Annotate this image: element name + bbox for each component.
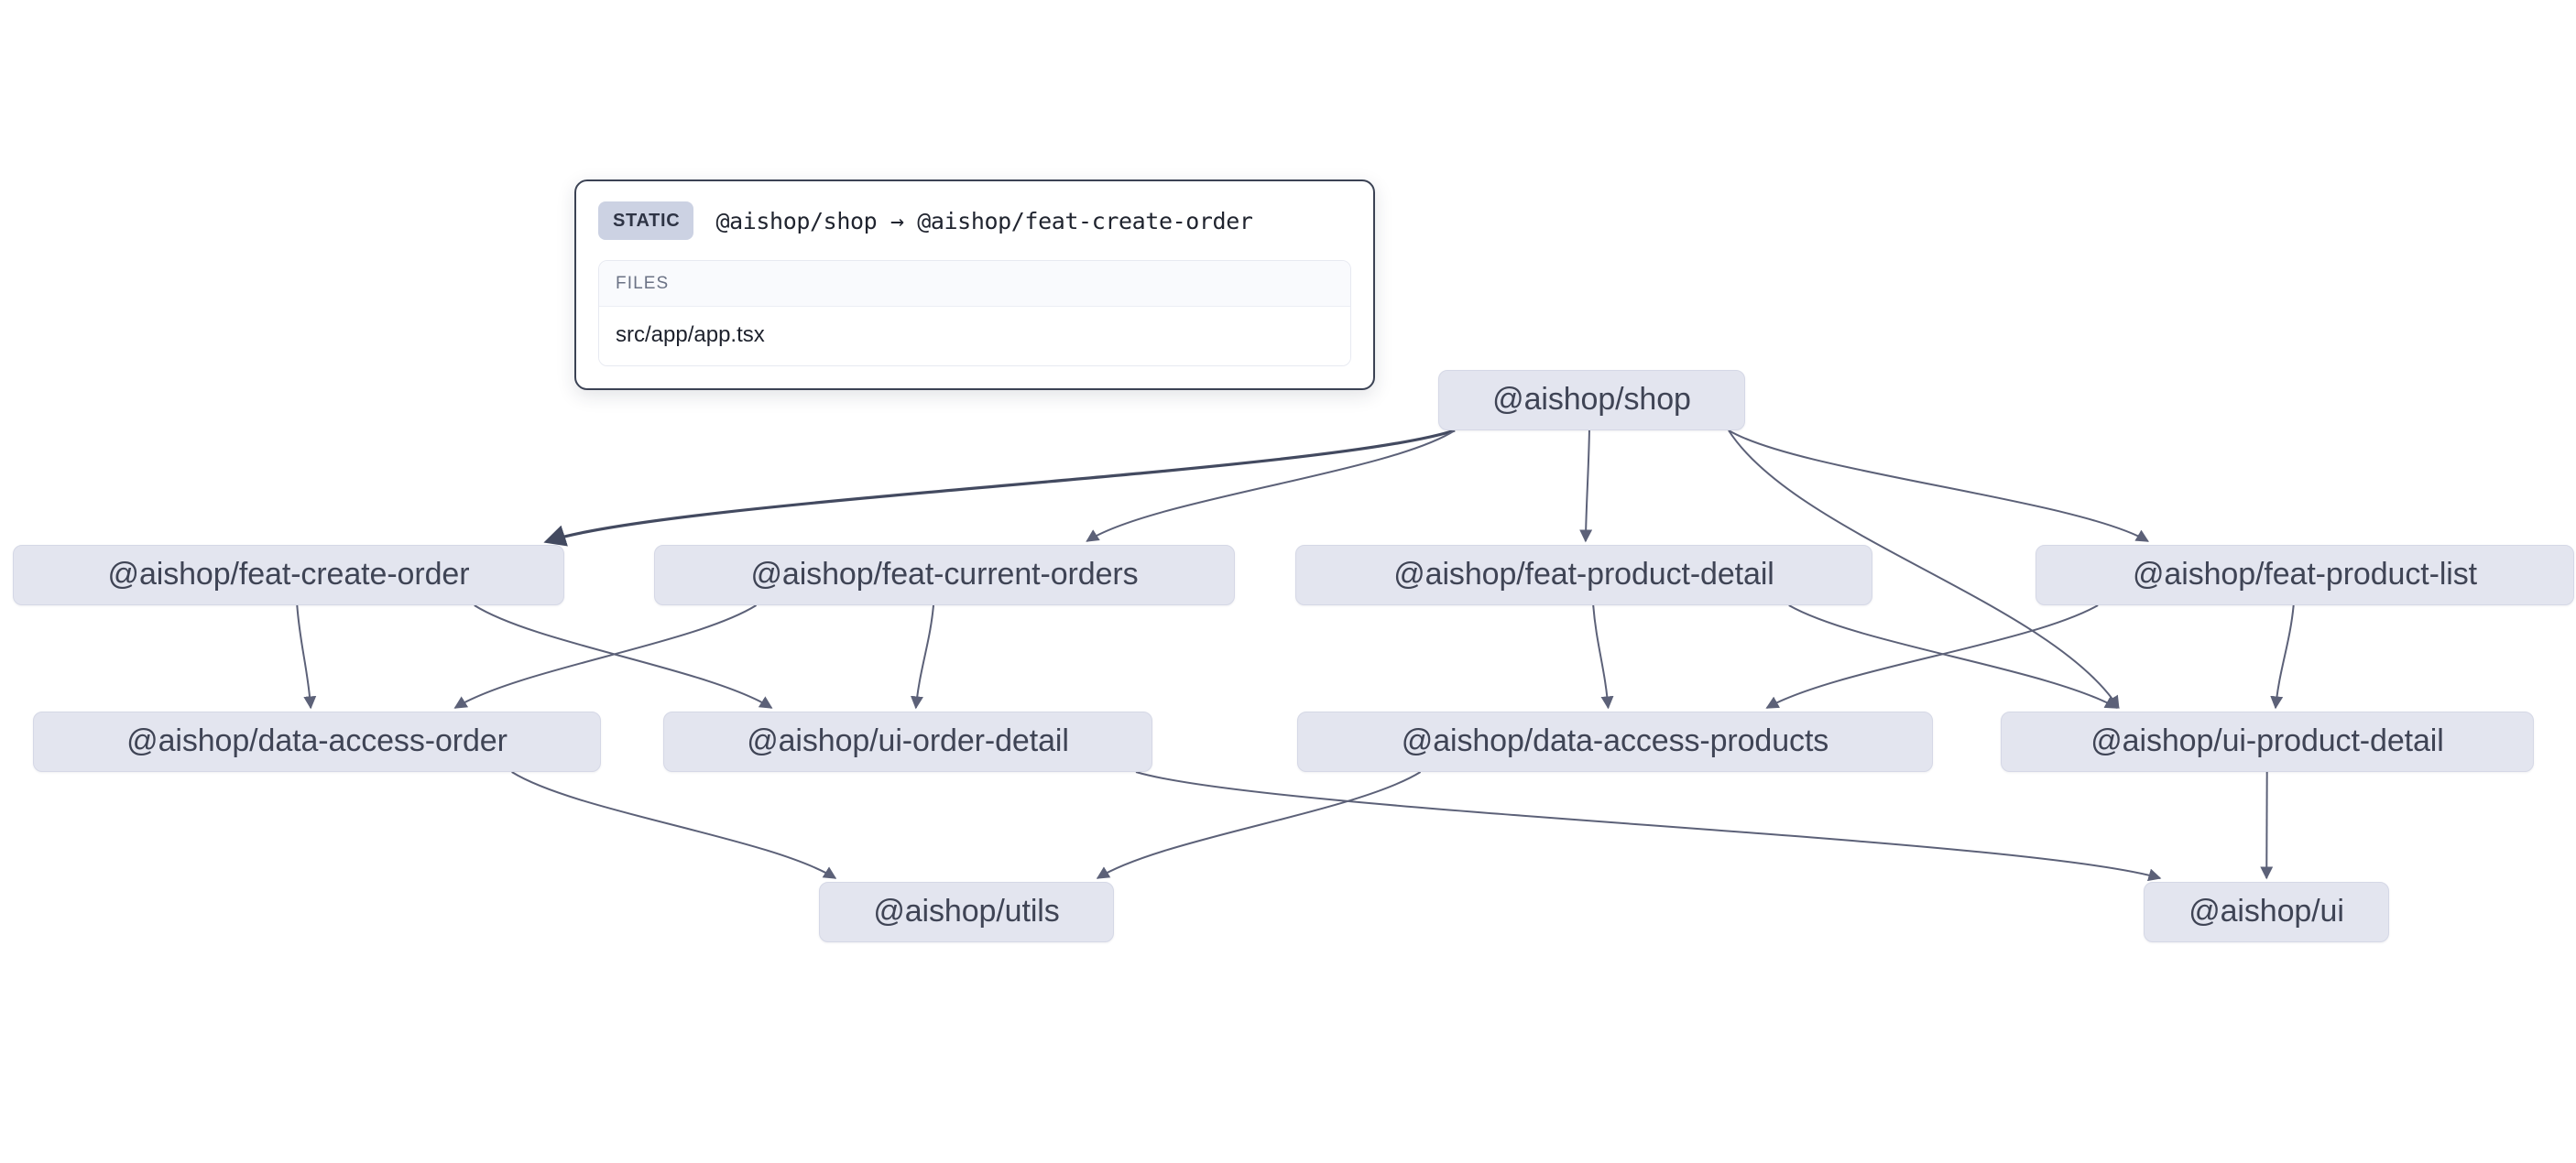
edge-ui-order-detail-to-ui bbox=[1135, 771, 2162, 882]
graph-node-label: @aishop/shop bbox=[1492, 381, 1691, 417]
graph-node-feat-create-order[interactable]: @aishop/feat-create-order bbox=[13, 545, 564, 605]
graph-node-ui-product-detail[interactable]: @aishop/ui-product-detail bbox=[2001, 712, 2534, 772]
graph-node-feat-current-orders[interactable]: @aishop/feat-current-orders bbox=[654, 545, 1235, 605]
graph-node-data-access-order[interactable]: @aishop/data-access-order bbox=[33, 712, 601, 772]
edge-feat-current-orders-to-data-access-order bbox=[453, 604, 758, 709]
graph-node-label: @aishop/ui-order-detail bbox=[747, 723, 1069, 758]
graph-node-label: @aishop/data-access-products bbox=[1401, 723, 1829, 758]
graph-node-shop[interactable]: @aishop/shop bbox=[1438, 370, 1745, 430]
graph-node-utils[interactable]: @aishop/utils bbox=[819, 882, 1114, 942]
graph-node-label: @aishop/utils bbox=[873, 893, 1060, 929]
file-row[interactable]: src/app/app.tsx bbox=[599, 307, 1350, 365]
static-badge: STATIC bbox=[598, 201, 694, 240]
files-panel: FILES src/app/app.tsx bbox=[598, 260, 1351, 366]
graph-node-feat-product-detail[interactable]: @aishop/feat-product-detail bbox=[1295, 545, 1872, 605]
edge-feat-create-order-to-data-access-order bbox=[296, 604, 317, 710]
edge-feat-product-detail-to-ui-product-detail bbox=[1788, 604, 2119, 709]
edge-shop-to-feat-current-orders bbox=[1086, 429, 1456, 542]
edge-feat-product-list-to-data-access-products bbox=[1765, 604, 2099, 709]
edge-feat-create-order-to-ui-order-detail bbox=[474, 604, 773, 709]
tooltip-title: @aishop/shop → @aishop/feat-create-order bbox=[715, 207, 1253, 234]
graph-node-label: @aishop/feat-product-detail bbox=[1393, 556, 1774, 592]
edge-data-access-products-to-utils bbox=[1096, 771, 1422, 879]
edge-data-access-order-to-utils bbox=[511, 771, 837, 879]
graph-node-ui-order-detail[interactable]: @aishop/ui-order-detail bbox=[663, 712, 1152, 772]
graph-node-feat-product-list[interactable]: @aishop/feat-product-list bbox=[2036, 545, 2574, 605]
graph-node-ui[interactable]: @aishop/ui bbox=[2144, 882, 2389, 942]
edge-shop-to-feat-product-list bbox=[1728, 429, 2149, 542]
edge-feat-product-detail-to-data-access-products bbox=[1592, 604, 1614, 710]
graph-node-label: @aishop/feat-create-order bbox=[107, 556, 470, 592]
graph-node-label: @aishop/ui bbox=[2189, 893, 2344, 929]
graph-node-label: @aishop/feat-current-orders bbox=[750, 556, 1139, 592]
graph-node-label: @aishop/feat-product-list bbox=[2133, 556, 2477, 592]
graph-node-label: @aishop/ui-product-detail bbox=[2090, 723, 2444, 758]
edge-shop-to-feat-create-order bbox=[543, 429, 1456, 547]
files-panel-header: FILES bbox=[599, 261, 1350, 307]
dependency-detail-tooltip[interactable]: STATIC @aishop/shop → @aishop/feat-creat… bbox=[574, 179, 1375, 390]
edge-feat-current-orders-to-ui-order-detail bbox=[911, 604, 934, 710]
graph-node-label: @aishop/data-access-order bbox=[126, 723, 508, 758]
tooltip-header: STATIC @aishop/shop → @aishop/feat-creat… bbox=[598, 201, 1351, 240]
graph-node-data-access-products[interactable]: @aishop/data-access-products bbox=[1297, 712, 1933, 772]
edge-feat-product-list-to-ui-product-detail bbox=[2270, 604, 2295, 710]
edge-shop-to-feat-product-detail bbox=[1579, 429, 1593, 543]
